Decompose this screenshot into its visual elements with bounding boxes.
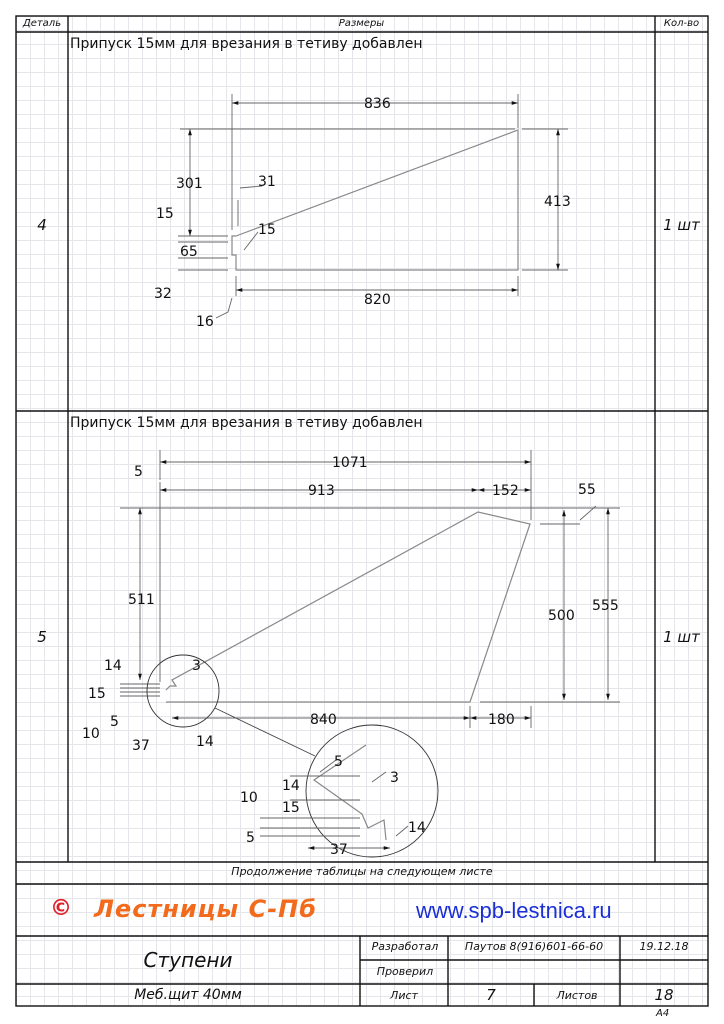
dim-label: 5 xyxy=(110,714,119,730)
dim-label: 511 xyxy=(128,592,155,608)
drawing-grid xyxy=(16,16,708,1006)
dim-label: 180 xyxy=(488,712,515,728)
developed-label: Разработал xyxy=(371,940,439,953)
dim-label: 37 xyxy=(132,738,150,754)
sheets-count: 18 xyxy=(654,986,674,1004)
row-5-id: 5 xyxy=(37,628,47,646)
dim-label: 14 xyxy=(196,734,214,750)
dim-label: 16 xyxy=(196,314,214,330)
format-label: А4 xyxy=(656,1008,670,1019)
dim-label: 913 xyxy=(308,483,335,499)
copyright-symbol: © xyxy=(50,896,72,921)
dim-label: 500 xyxy=(548,608,575,624)
dim-label: 65 xyxy=(180,244,198,260)
brand-name: Лестницы С-Пб xyxy=(94,895,318,923)
row-4-id: 4 xyxy=(37,216,47,234)
dim-label: 15 xyxy=(156,206,174,222)
material-label: Меб.щит 40мм xyxy=(134,987,242,1003)
dim-label: 840 xyxy=(310,712,337,728)
header-qty: Кол-во xyxy=(663,18,700,29)
row-5-note: Припуск 15мм для врезания в тетиву добав… xyxy=(70,415,423,431)
continuation-note: Продолжение таблицы на следующем листе xyxy=(231,865,493,878)
part-4-outline xyxy=(231,129,519,271)
date-value: 19.12.18 xyxy=(639,940,689,953)
part-4-dimension-labels: 836 301 31 413 15 15 65 32 820 16 xyxy=(154,96,571,330)
detail-dim-label: 14 xyxy=(282,778,300,794)
dim-label: 15 xyxy=(88,686,106,702)
header-sizes: Размеры xyxy=(338,18,385,29)
dim-label: 32 xyxy=(154,286,172,302)
detail-dim-label: 3 xyxy=(390,770,399,786)
dim-label: 31 xyxy=(258,174,276,190)
checked-label: Проверил xyxy=(376,965,434,978)
detail-dim-label: 5 xyxy=(246,830,255,846)
detail-dim-label: 10 xyxy=(240,790,258,806)
brand-url-link[interactable]: www.spb-lestnica.ru xyxy=(416,898,612,923)
dim-label: 3 xyxy=(192,658,201,674)
sheet-label: Лист xyxy=(390,989,418,1002)
dim-label: 14 xyxy=(104,658,122,674)
dim-label: 5 xyxy=(134,464,143,480)
row-5-qty: 1 шт xyxy=(663,628,700,646)
drawing-title: Ступени xyxy=(143,948,233,972)
row-4-note: Припуск 15мм для врезания в тетиву добав… xyxy=(70,36,423,52)
dim-label: 152 xyxy=(492,483,519,499)
dim-label: 413 xyxy=(544,194,571,210)
developer-name: Паутов 8(916)601-66-60 xyxy=(464,940,604,953)
dim-label: 301 xyxy=(176,176,203,192)
table-frame xyxy=(15,15,709,1007)
dim-label: 55 xyxy=(578,482,596,498)
row-4-qty: 1 шт xyxy=(663,216,700,234)
part-4-dimensions xyxy=(178,94,568,319)
detail-dim-label: 37 xyxy=(330,842,348,858)
dim-label: 1071 xyxy=(332,455,368,471)
sheet-number: 7 xyxy=(486,986,496,1004)
detail-dim-label: 14 xyxy=(408,820,426,836)
dim-label: 15 xyxy=(258,222,276,238)
header-detail: Деталь xyxy=(22,18,62,29)
sheets-label: Листов xyxy=(556,989,598,1002)
dim-label: 10 xyxy=(82,726,100,742)
part-5-outline xyxy=(159,482,531,703)
part-5-dimension-labels: 5 1071 913 152 55 511 500 555 14 3 15 10… xyxy=(82,455,619,858)
dim-label: 555 xyxy=(592,598,619,614)
dim-label: 820 xyxy=(364,292,391,308)
detail-dim-label: 5 xyxy=(334,754,343,770)
part-5-dimensions xyxy=(120,450,620,858)
dim-label: 836 xyxy=(364,96,391,112)
detail-dim-label: 15 xyxy=(282,800,300,816)
